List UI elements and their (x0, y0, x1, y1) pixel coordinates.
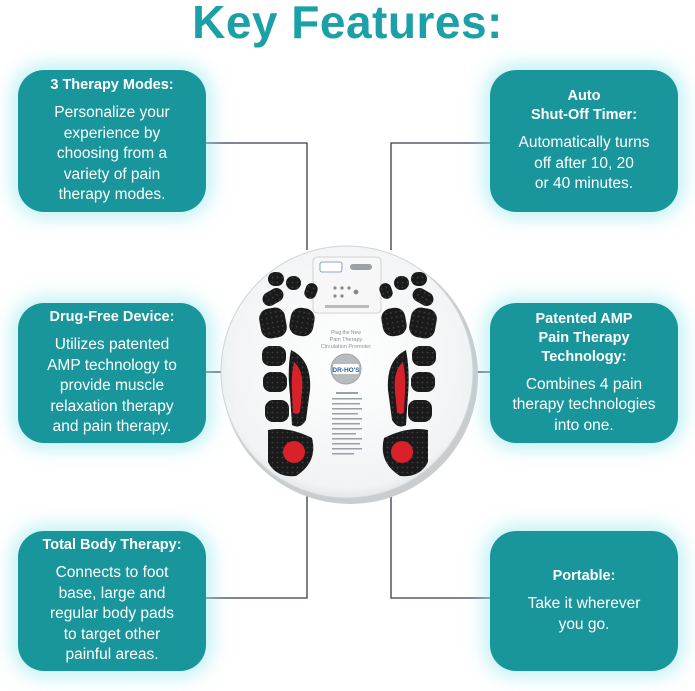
feature-text: Personalize your experience by choosing … (54, 104, 170, 204)
feature-text: Take it wherever you go. (527, 595, 641, 633)
right-foot-pad (379, 272, 437, 477)
device-product-line1: Pain Therapy (330, 337, 363, 343)
feature-text: Automatically turns off after 10, 20 or … (518, 134, 650, 193)
svg-text:Plug the New: Plug the New (331, 330, 361, 336)
feature-card-auto-shutoff: Auto Shut-Off Timer: Automatically turns… (490, 70, 678, 212)
page-title: Key Features: (192, 0, 503, 48)
line-auto-shutoff (390, 142, 490, 250)
left-foot-heel-red (283, 441, 305, 463)
feature-heading: Drug-Free Device: (49, 309, 175, 326)
feature-card-therapy-modes: 3 Therapy Modes: Personalize your experi… (18, 70, 206, 212)
right-foot-heel-red (391, 441, 413, 463)
feature-heading: 3 Therapy Modes: (50, 77, 174, 94)
device-product-line2: Circulation Promoter (321, 344, 371, 350)
feature-heading: Portable: (552, 568, 616, 584)
left-foot-pad (259, 272, 318, 477)
feature-card-portable: Portable: Take it wherever you go. (490, 531, 678, 671)
line-portable (390, 492, 490, 599)
line-therapy-modes (206, 142, 308, 250)
feature-text: Combines 4 pain therapy technologies int… (512, 375, 656, 434)
feature-heading: Total Body Therapy: (42, 537, 182, 554)
feature-card-drug-free: Drug-Free Device: Utilizes patented AMP … (18, 303, 206, 443)
line-total-body (206, 492, 308, 599)
feature-card-patented-amp: Patented AMP Pain Therapy Technology: Co… (490, 303, 678, 443)
feature-heading: Patented AMP Pain Therapy Technology: (535, 310, 633, 365)
device-brand: DR-HO'S (332, 367, 360, 374)
feature-card-total-body: Total Body Therapy: Connects to foot bas… (18, 531, 206, 671)
feature-text: Connects to foot base, large and regular… (49, 564, 175, 664)
control-panel-logo (319, 261, 343, 273)
feature-heading: Auto Shut-Off Timer: (530, 88, 638, 124)
feature-text: Utilizes patented AMP technology to prov… (47, 336, 177, 436)
